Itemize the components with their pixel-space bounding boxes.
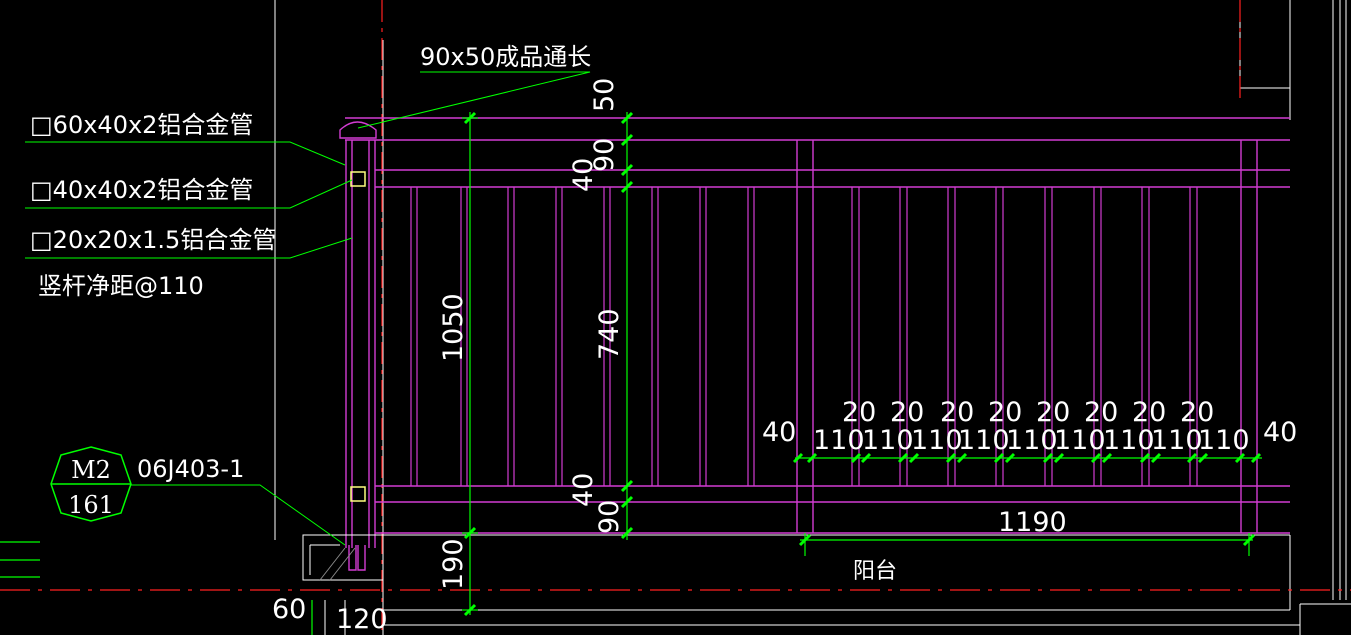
dimension-tick (897, 452, 909, 464)
spacing-label: 竖杆净距@110 (38, 272, 204, 300)
room-label: 阳台 (853, 559, 897, 584)
dimension-tick (860, 452, 872, 464)
dim-20: 20 (842, 397, 876, 428)
dim-110: 110 (1103, 425, 1155, 456)
slab-outline (302, 534, 384, 635)
ref-bottom-text: 161 (68, 491, 114, 519)
dim-40-left: 40 (762, 417, 796, 448)
rail-section-bottom (350, 486, 366, 502)
dimension-tick (956, 452, 968, 464)
dimension-tick (792, 452, 804, 464)
handrail-label: 90x50成品通长 (420, 43, 591, 71)
dimension-tick (1250, 452, 1262, 464)
dimension-tick (1197, 452, 1209, 464)
dim-40-top: 40 (568, 158, 599, 192)
dim-20: 20 (890, 397, 924, 428)
dim-740: 740 (594, 308, 625, 360)
ref-code-label: 06J403-1 (137, 455, 244, 483)
dim-190: 190 (438, 538, 469, 590)
dimension-tick (1139, 452, 1151, 464)
dim-110: 110 (862, 425, 914, 456)
post-label: □60x40x2铝合金管 (30, 111, 253, 139)
dim-110: 110 (813, 425, 865, 456)
dim-110: 110 (1151, 425, 1203, 456)
dim-20: 20 (1084, 397, 1118, 428)
rail-section-top (350, 171, 366, 187)
dim-40-right: 40 (1263, 417, 1297, 448)
dimension-tick (993, 452, 1005, 464)
baluster-group (410, 187, 1198, 486)
dim-40-bottom: 40 (568, 473, 599, 507)
dim-20: 20 (988, 397, 1022, 428)
dim-60: 60 (272, 594, 306, 625)
dimension-tick (1053, 452, 1065, 464)
dim-110: 110 (1006, 425, 1058, 456)
dimension-lines (0, 111, 1262, 635)
dimension-tick (1186, 452, 1198, 464)
dim-110: 110 (1054, 425, 1106, 456)
dimension-tick (1234, 452, 1246, 464)
dim-90-bottom: 90 (594, 500, 625, 534)
ref-top-text: M2 (71, 456, 111, 484)
rail-label: □40x40x2铝合金管 (30, 176, 253, 204)
baluster-label: □20x20x1.5铝合金管 (30, 226, 276, 254)
dim-120: 120 (336, 604, 388, 635)
dim-1190: 1190 (998, 507, 1067, 538)
leader-lines (25, 71, 591, 546)
dim-110: 110 (958, 425, 1010, 456)
dimension-tick (908, 452, 920, 464)
dim-20: 20 (940, 397, 974, 428)
dim-20: 20 (1180, 397, 1214, 428)
dim-20: 20 (1132, 397, 1166, 428)
railing-elevation (339, 117, 1290, 571)
dimension-tick (850, 452, 862, 464)
dimension-tick (1004, 452, 1016, 464)
dimension-tick (1150, 452, 1162, 464)
dim-1050: 1050 (438, 293, 469, 362)
dim-110: 110 (911, 425, 963, 456)
dim-50: 50 (589, 78, 620, 112)
detail-reference-symbol: M2 161 (50, 446, 132, 522)
structure-lines (274, 0, 1351, 635)
dim-90-top: 90 (589, 138, 620, 172)
dim-20: 20 (1036, 397, 1070, 428)
dimension-tick (945, 452, 957, 464)
dim-110: 110 (1198, 425, 1250, 456)
dimension-tick (1090, 452, 1102, 464)
dimension-tick (1101, 452, 1113, 464)
dimension-tick (806, 452, 818, 464)
dimension-tick (1042, 452, 1054, 464)
